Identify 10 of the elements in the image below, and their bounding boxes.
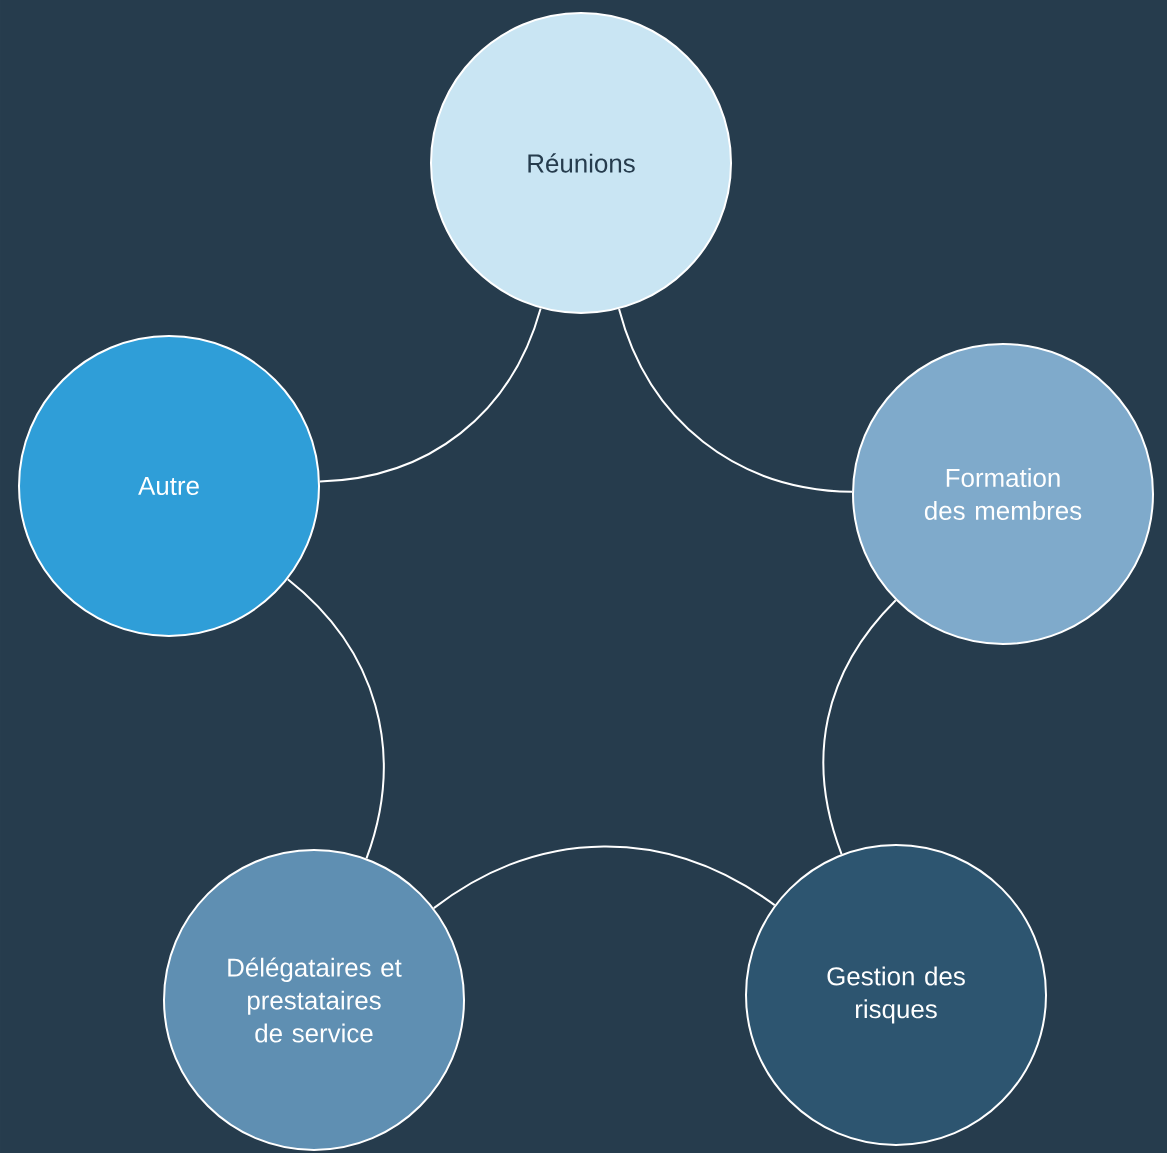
circle-node: Formation des membres (852, 343, 1154, 645)
circle-node: Gestion des risques (745, 844, 1047, 1146)
circle-node: Autre (18, 335, 320, 637)
connector-arc (618, 308, 853, 493)
connector-arc (432, 845, 776, 910)
circle-node: Réunions (430, 12, 732, 314)
connector-arc (822, 599, 897, 856)
connector-arc (318, 307, 542, 483)
circle-node: Délégataires et prestataires de service (163, 849, 465, 1151)
connector-arc (286, 578, 385, 860)
